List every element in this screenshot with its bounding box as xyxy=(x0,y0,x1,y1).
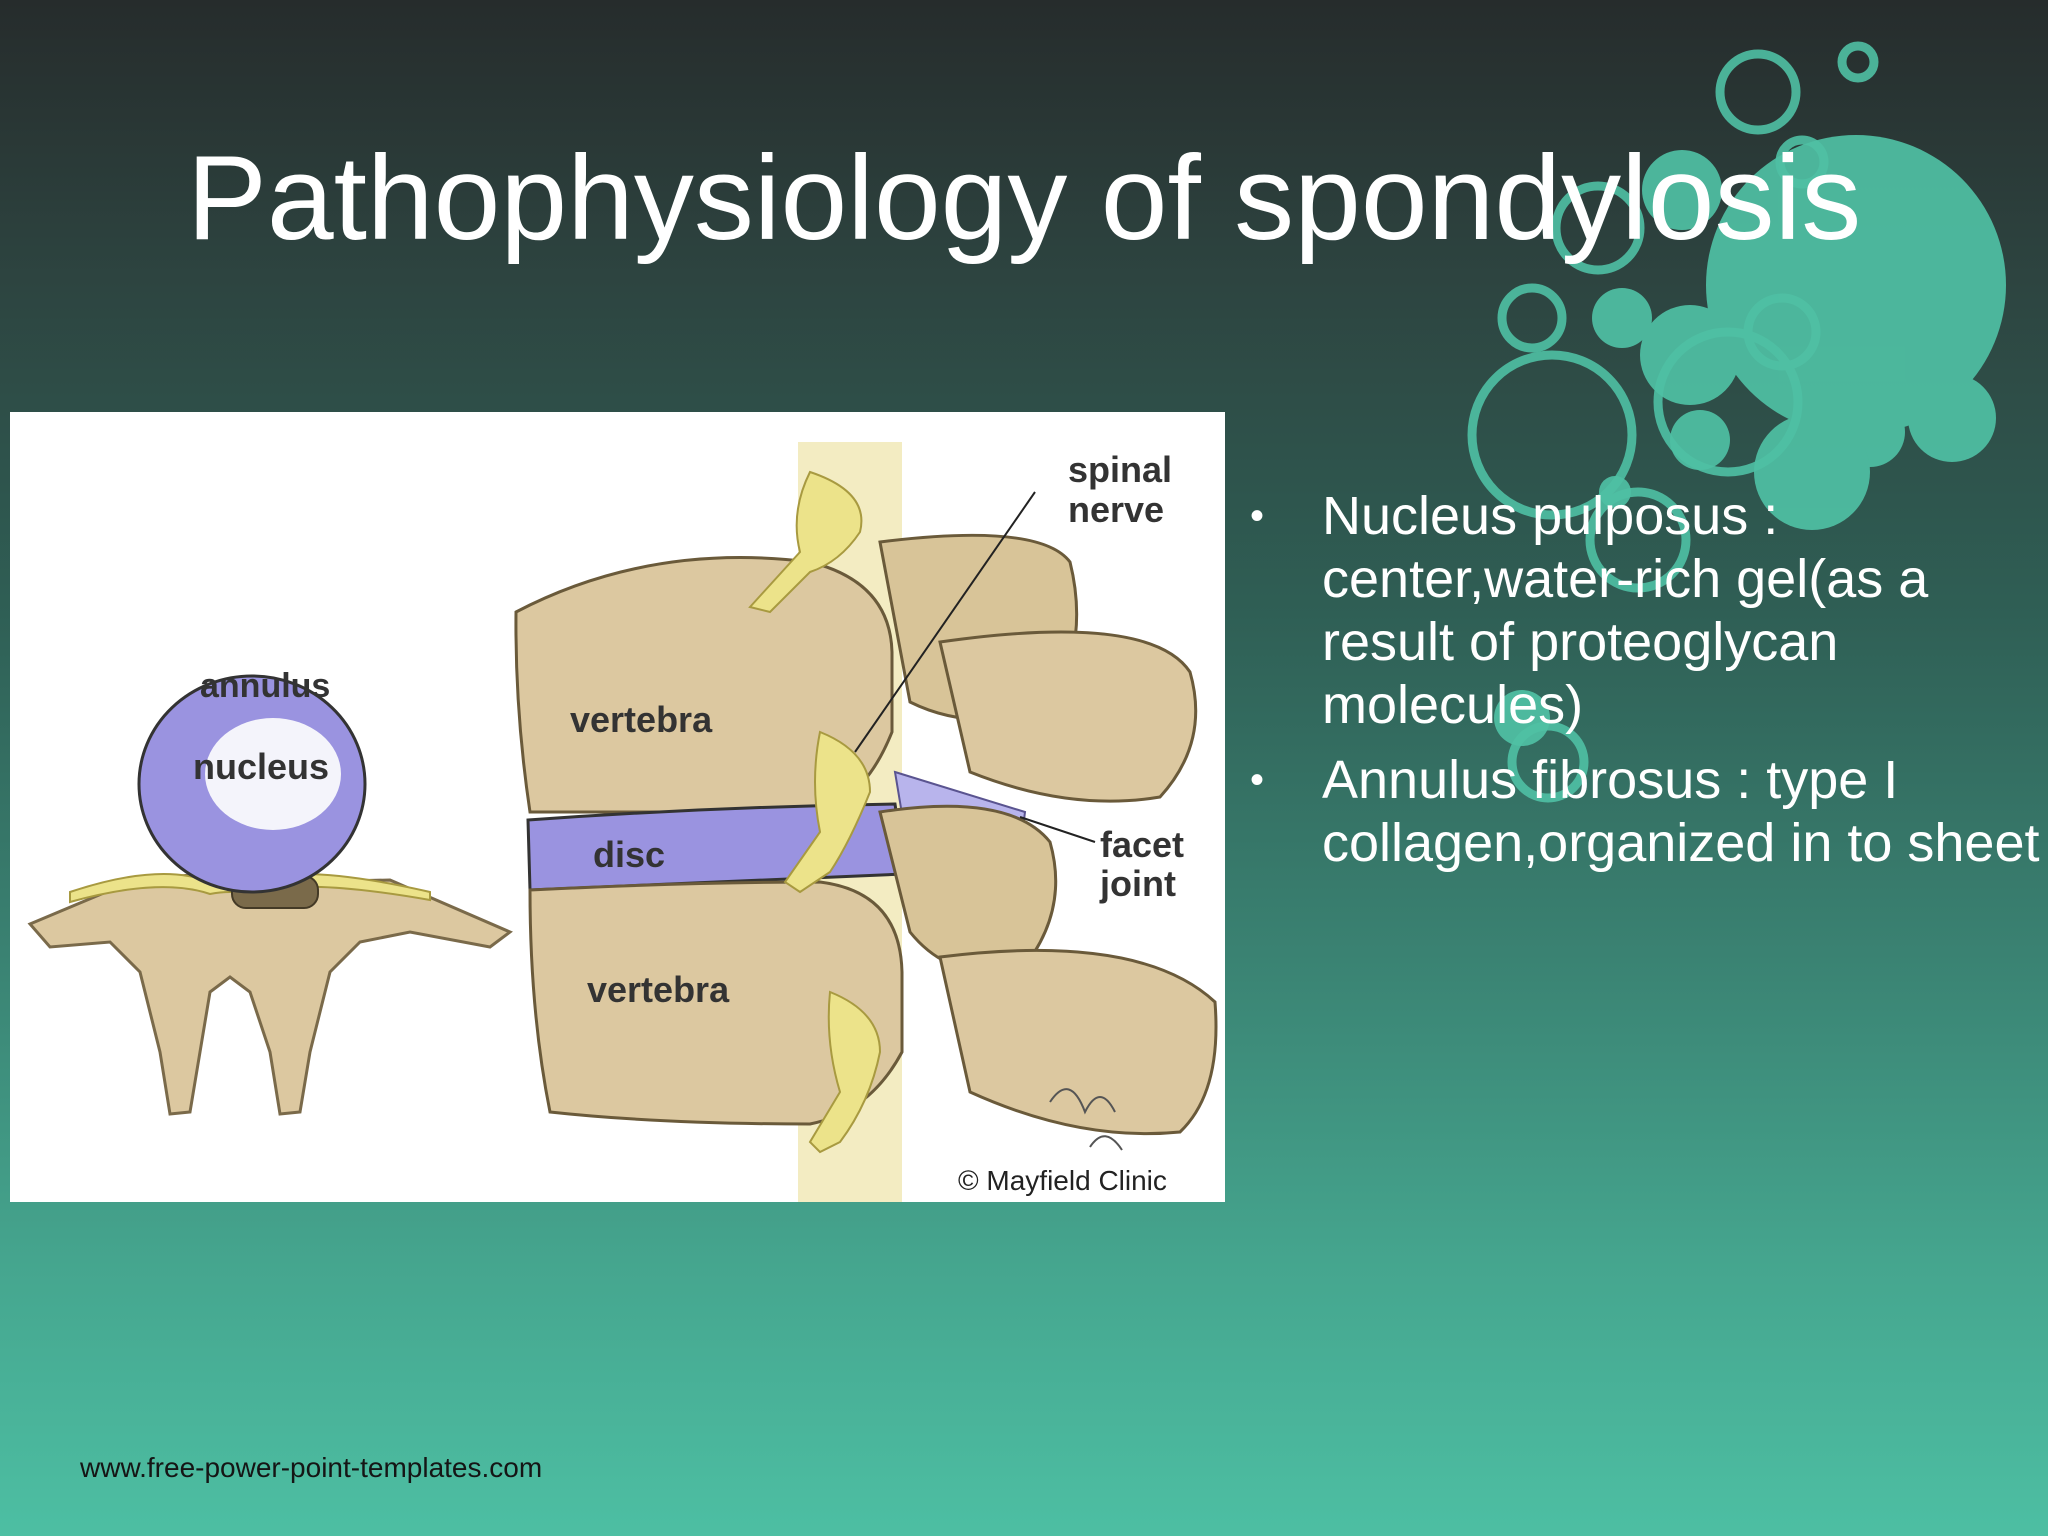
bullet-dot-icon: • xyxy=(1250,494,1265,538)
bullet-text: Nucleus pulposus : center,water-rich gel… xyxy=(1322,486,1929,735)
footer-url: www.free-power-point-templates.com xyxy=(80,1452,543,1483)
bullet-list: • Nucleus pulposus : center,water-rich g… xyxy=(1240,485,2040,887)
label-facet: facet xyxy=(1100,824,1184,865)
label-disc: disc xyxy=(593,834,665,875)
bullet-text: Annulus fibrosus : type I collagen,organ… xyxy=(1322,750,2040,873)
label-vertebra-top: vertebra xyxy=(570,699,713,740)
top-view-vertebra xyxy=(27,674,513,1116)
spine-illustration: annulus nucleus vertebra disc vertebra s… xyxy=(27,442,1218,1202)
side-view-spine xyxy=(514,442,1218,1202)
bullet-dot-icon: • xyxy=(1250,758,1265,802)
bullet-item: • Annulus fibrosus : type I collagen,org… xyxy=(1240,749,2040,875)
label-spinal: spinal xyxy=(1068,449,1172,490)
label-nerve: nerve xyxy=(1068,489,1164,530)
slide-title: Pathophysiology of spondylosis xyxy=(186,131,1862,265)
label-joint: joint xyxy=(1099,863,1176,904)
label-nucleus: nucleus xyxy=(193,746,329,787)
bullet-item: • Nucleus pulposus : center,water-rich g… xyxy=(1240,485,2040,737)
label-annulus: annulus xyxy=(200,667,330,705)
spine-anatomy-diagram: annulus nucleus vertebra disc vertebra s… xyxy=(10,412,1225,1202)
label-vertebra-bottom: vertebra xyxy=(587,969,730,1010)
label-credit: © Mayfield Clinic xyxy=(958,1165,1167,1196)
